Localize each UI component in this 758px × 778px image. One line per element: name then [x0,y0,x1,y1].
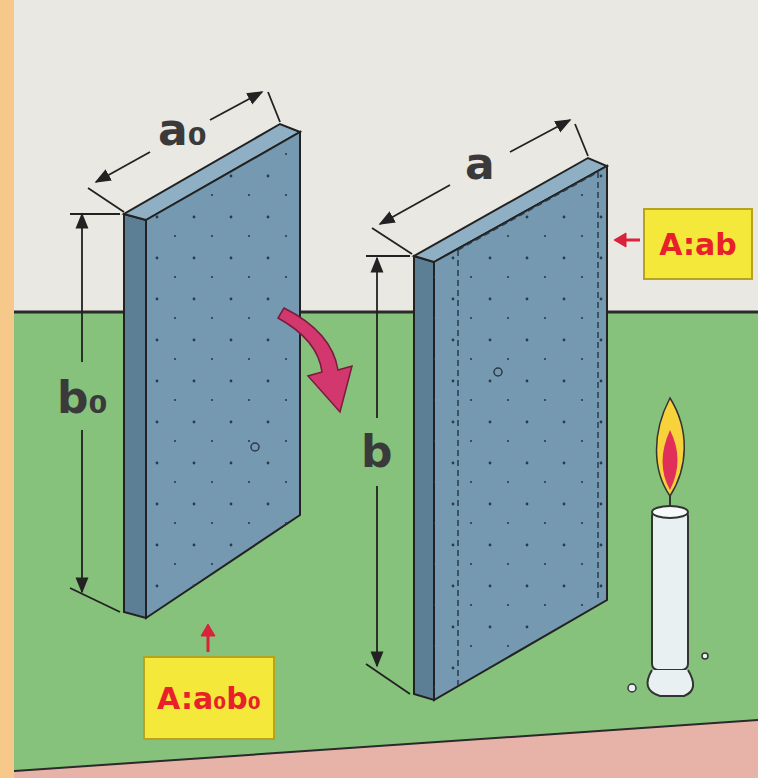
pointer-arrows [201,233,640,652]
edge-line [0,720,758,772]
slab-before [124,124,300,618]
wall [0,0,758,312]
dimension-label: a₀ [158,108,207,152]
area-box: A:a₀b₀ [143,656,275,740]
slab-after [414,158,607,700]
candle [628,398,708,696]
dimension-label: a [465,142,495,186]
dimension-lines [70,92,588,694]
horizon-line [0,311,758,314]
area-box: A:ab [643,208,753,280]
dimension-label: b [361,430,393,474]
floor [0,312,758,778]
change-arrow [278,308,352,412]
front-strip [0,720,758,778]
dimension-label: b₀ [57,376,108,420]
area-formula: A:ab [659,228,737,261]
area-formula: A:a₀b₀ [157,682,261,715]
page-margin [0,0,14,778]
